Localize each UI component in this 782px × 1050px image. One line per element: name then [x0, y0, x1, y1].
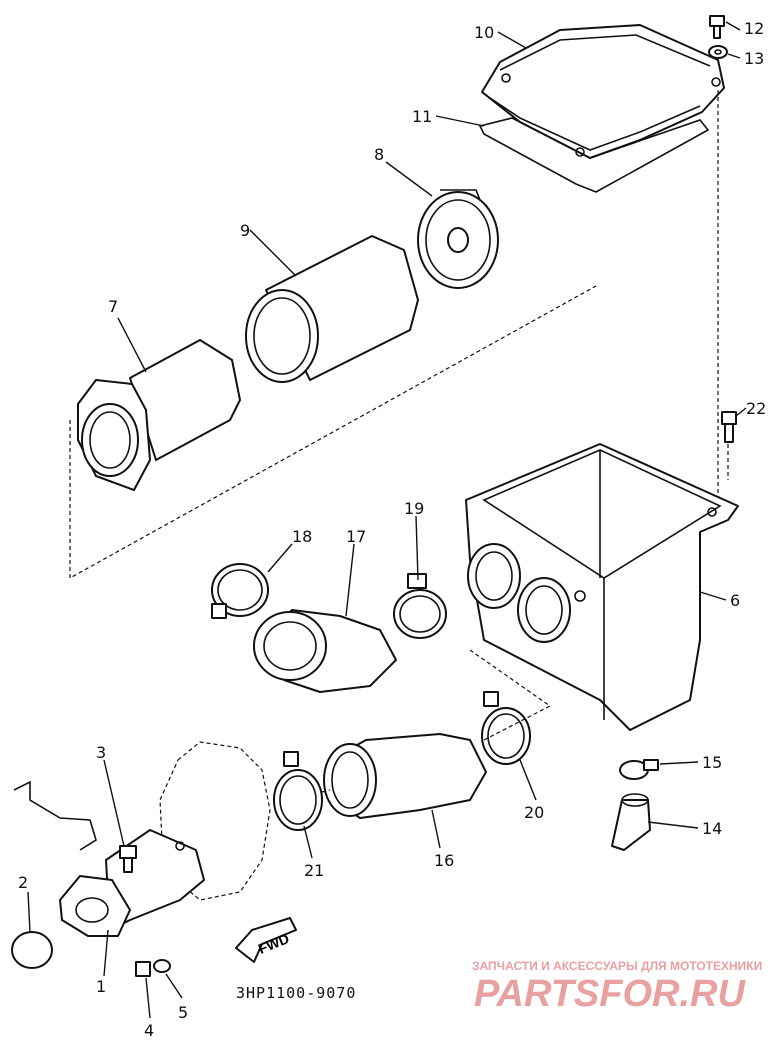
- cover-bolt: [709, 15, 725, 39]
- callout-19: 19: [404, 499, 424, 518]
- intake-joint-lower: [323, 733, 487, 819]
- callout-17: 17: [346, 527, 366, 546]
- callout-11: 11: [412, 107, 432, 126]
- leader-lines: [27, 21, 747, 1019]
- callout-10: 10: [474, 23, 494, 42]
- callout-8: 8: [374, 145, 384, 164]
- drain-hose: [611, 793, 651, 851]
- airbox: [465, 443, 739, 731]
- callout-4: 4: [144, 1021, 154, 1040]
- hose-clamp-19: [393, 573, 447, 639]
- intake-joint-upper: [253, 609, 397, 693]
- assembly-line-lower: [321, 649, 552, 793]
- filter-element: [245, 235, 419, 383]
- cover-washer: [708, 45, 728, 59]
- o-ring: [11, 931, 53, 969]
- drain-clamp: [619, 759, 659, 780]
- joint-nut: [135, 961, 151, 977]
- watermark-brand: PARTSFOR.RU: [474, 973, 746, 1015]
- callout-1: 1: [96, 977, 106, 996]
- callout-22: 22: [746, 399, 766, 418]
- callout-3: 3: [96, 743, 106, 762]
- callout-14: 14: [702, 819, 722, 838]
- callout-12: 12: [744, 19, 764, 38]
- joint-screw: [119, 845, 137, 873]
- callout-labels: 1 2 3 4 5 6 7 8 9 10 11 12 13 14 15 16 1…: [18, 19, 766, 1040]
- drawing-code: 3HP1100-9070: [236, 984, 356, 1002]
- filter-end-cap: [417, 189, 499, 289]
- callout-2: 2: [18, 873, 28, 892]
- watermark-tagline: ЗАПЧАСТИ И АКСЕССУАРЫ ДЛЯ МОТОТЕХНИКИ: [472, 959, 762, 973]
- callout-13: 13: [744, 49, 764, 68]
- assembly-line-left: [69, 285, 597, 580]
- filter-guide: [77, 339, 241, 491]
- carburetor-outline: [159, 741, 271, 901]
- watermark: ЗАПЧАСТИ И АКСЕССУАРЫ ДЛЯ МОТОТЕХНИКИ PA…: [472, 959, 762, 1015]
- callout-21: 21: [304, 861, 324, 880]
- joint-washer: [153, 959, 171, 973]
- callout-9: 9: [240, 221, 250, 240]
- hose-clamp-21: [273, 751, 323, 831]
- forward-arrow-icon: [235, 917, 297, 963]
- hose-clamp-18: [211, 563, 269, 619]
- cover-gasket: [478, 117, 710, 193]
- callout-20: 20: [524, 803, 544, 822]
- callout-7: 7: [108, 297, 118, 316]
- joint-bracket: [13, 780, 97, 851]
- airbox-bolt: [721, 411, 737, 443]
- hose-clamp-20: [481, 691, 531, 765]
- callout-18: 18: [292, 527, 312, 546]
- callout-5: 5: [178, 1003, 188, 1022]
- callout-6: 6: [730, 591, 740, 610]
- airbox-cover: [481, 24, 725, 159]
- callout-15: 15: [702, 753, 722, 772]
- callout-16: 16: [434, 851, 454, 870]
